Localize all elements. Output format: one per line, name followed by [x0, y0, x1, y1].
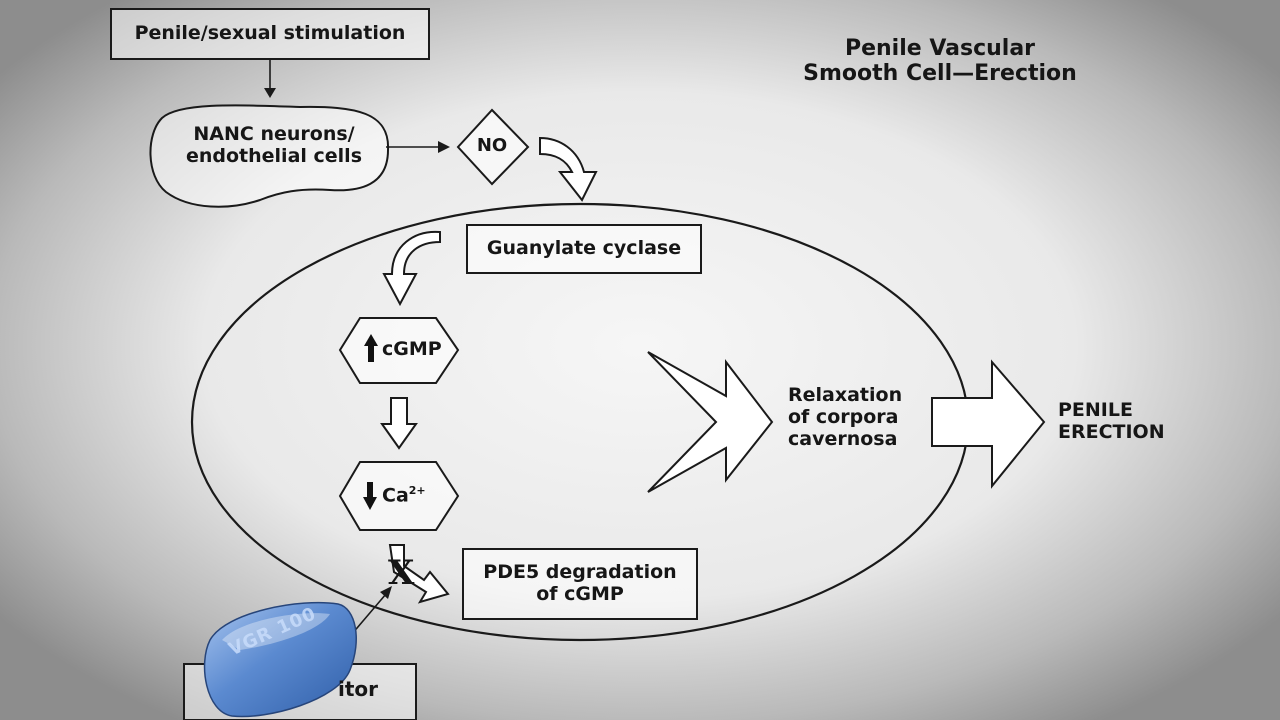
penile-erection-label: PENILE ERECTION [1058, 399, 1165, 444]
nanc-line-1: NANC neurons/ [193, 123, 355, 145]
arrow-cgmp-to-ca [380, 397, 418, 450]
relaxation-label: Relaxation of corpora cavernosa [788, 384, 903, 451]
nanc-label: NANC neurons/ endothelial cells [164, 123, 384, 168]
pde5-line-2: of cGMP [536, 583, 624, 605]
arrowhead-nanc-to-no [438, 141, 450, 153]
ca-text: Ca [382, 484, 409, 507]
curved-arrow-no-to-gc [539, 136, 598, 202]
ca-superscript: 2+ [408, 484, 426, 497]
no-diamond [456, 108, 530, 186]
block-arrow-to-erection [931, 359, 1046, 489]
ca-hexagon [338, 461, 460, 531]
ca-label: Ca2+ [382, 484, 426, 507]
relaxation-line-1: Relaxation [788, 384, 903, 406]
cgmp-label: cGMP [382, 338, 442, 360]
chevron-arrow-to-relaxation [647, 351, 774, 493]
nanc-blob [149, 104, 390, 208]
inhibitor-arrowhead [380, 586, 392, 599]
no-label: NO [476, 135, 508, 156]
arrow-down-icon [363, 482, 377, 510]
pde5-line-1: PDE5 degradation [483, 561, 677, 584]
relaxation-line-2: of corpora [788, 405, 899, 428]
erection-line-1: PENILE [1058, 399, 1133, 421]
pde5-degradation-box: PDE5 degradation of cGMP [462, 548, 698, 620]
guanylate-cyclase-box: Guanylate cyclase [466, 224, 702, 274]
guanylate-cyclase-label: Guanylate cyclase [486, 237, 682, 260]
pill-tablet [203, 601, 357, 718]
curved-arrow-gc-to-cgmp [382, 230, 441, 307]
nanc-line-2: endothelial cells [185, 144, 363, 167]
stimulation-box: Penile/sexual stimulation [110, 8, 430, 60]
relaxation-line-3: cavernosa [788, 427, 898, 450]
diagram-title: Penile Vascular Smooth Cell—Erection [790, 36, 1090, 87]
title-line-2: Smooth Cell—Erection [803, 61, 1077, 87]
arrow-ca-to-pde5 [388, 544, 450, 604]
cgmp-hexagon [338, 317, 460, 384]
title-line-1: Penile Vascular [844, 36, 1036, 61]
inhibitor-label: itor [338, 677, 379, 701]
stimulation-label: Penile/sexual stimulation [134, 22, 406, 45]
arrowhead-stim-to-nanc [264, 88, 276, 98]
erection-line-2: ERECTION [1058, 420, 1165, 443]
block-x-mark: X [388, 553, 415, 593]
arrow-up-icon [364, 334, 378, 362]
